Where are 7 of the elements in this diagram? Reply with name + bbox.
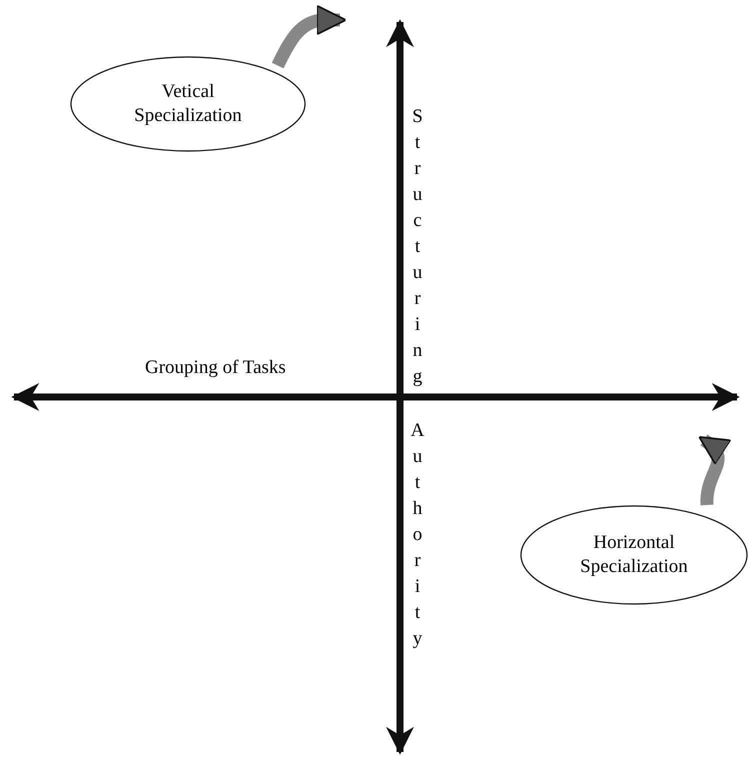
ellipse-node: Horizontal Specialization [520,505,748,605]
vertical-axis-label: Authority [408,420,427,654]
curved-arrow [698,434,732,506]
vertical-axis-label: Structuring [408,106,427,392]
axis-label: Grouping of Tasks [145,357,286,379]
curved-arrow [272,4,347,68]
ellipse-node: Vetical Specialization [70,56,306,152]
